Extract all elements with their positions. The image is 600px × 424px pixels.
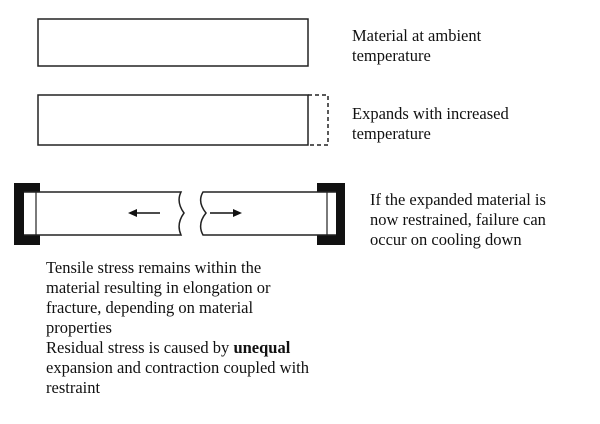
expanded-bar (37, 94, 309, 146)
expands-label: Expands with increased temperature (352, 104, 509, 143)
right-bar-half (199, 191, 336, 236)
left-arrow-icon (128, 209, 160, 217)
ambient-bar (37, 18, 309, 67)
tensile-stress-caption: Tensile stress remains within the materi… (46, 258, 271, 337)
residual-stress-caption: Residual stress is caused by unequal exp… (46, 338, 310, 397)
left-bar-half (24, 191, 185, 236)
left-clamp (14, 183, 40, 245)
restrained-label: If the expanded material is now restrain… (370, 190, 546, 249)
expansion-dashed-extension (308, 94, 329, 146)
right-arrow-icon (210, 209, 242, 217)
emphasis-unequal: unequal (233, 338, 291, 357)
restrained-bar (14, 183, 345, 245)
ambient-label: Material at ambient temperature (352, 26, 482, 65)
right-clamp (317, 183, 345, 245)
